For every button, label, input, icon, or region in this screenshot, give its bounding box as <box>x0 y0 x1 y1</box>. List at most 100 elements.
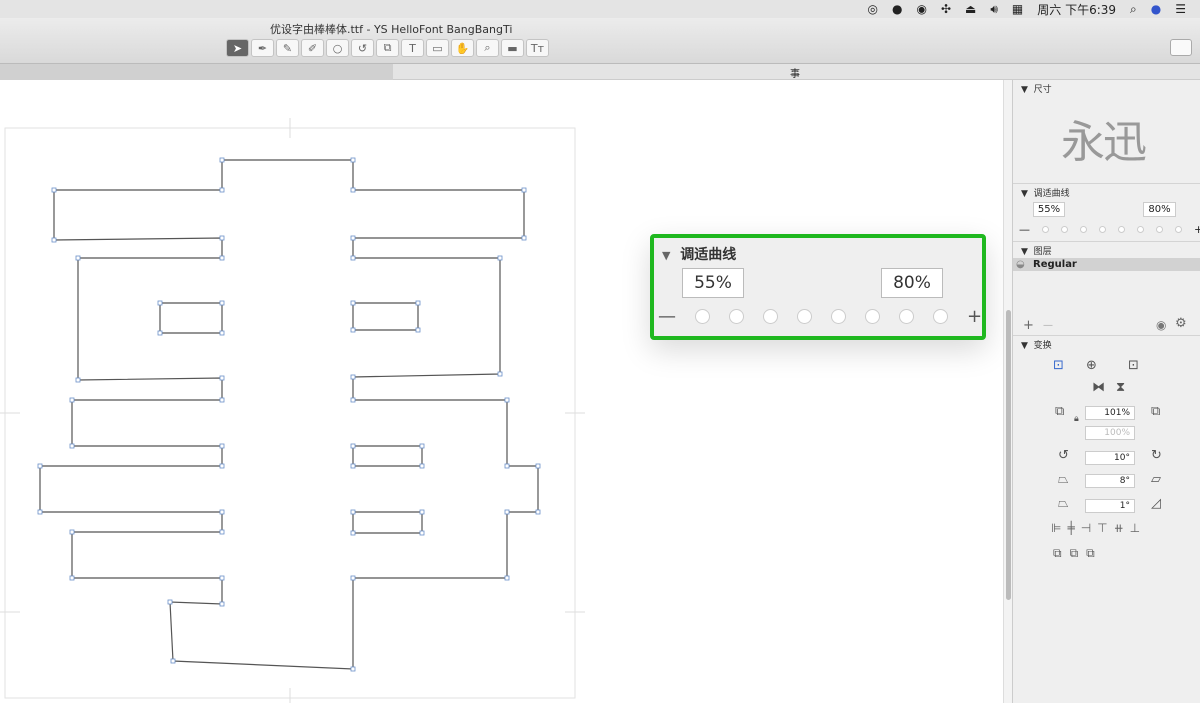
select-tool-icon[interactable]: ➤ <box>226 39 249 57</box>
collapse-triangle-icon[interactable]: ▼ <box>1021 341 1028 351</box>
rotate-tool-icon[interactable]: ↺ <box>351 39 374 57</box>
node-point[interactable] <box>219 330 225 336</box>
curve-dot[interactable] <box>831 309 846 324</box>
curve-dot[interactable] <box>1175 226 1182 233</box>
plus-button[interactable]: + <box>967 306 983 327</box>
node-point[interactable] <box>504 575 510 581</box>
node-point[interactable] <box>521 235 527 241</box>
node-point[interactable] <box>350 509 356 515</box>
node-point[interactable] <box>350 187 356 193</box>
node-point[interactable] <box>219 601 225 607</box>
curve-dot[interactable] <box>1042 226 1049 233</box>
measure-tool-icon[interactable]: ▬ <box>501 39 524 57</box>
node-point[interactable] <box>535 463 541 469</box>
node-point[interactable] <box>219 235 225 241</box>
node-point[interactable] <box>504 509 510 515</box>
node-point[interactable] <box>350 300 356 306</box>
flip-horizontal-icon[interactable]: ⧓ <box>1092 380 1105 395</box>
align-middle-icon[interactable]: ⧺ <box>1113 521 1124 535</box>
bluetooth-icon[interactable]: ✣ <box>940 2 951 16</box>
curve-dot[interactable] <box>1118 226 1125 233</box>
node-point[interactable] <box>350 463 356 469</box>
skew-left-icon[interactable]: ⏢ <box>1058 496 1069 511</box>
remove-layer-button[interactable]: — <box>1043 320 1053 331</box>
node-point[interactable] <box>415 300 421 306</box>
search-icon[interactable]: ⌕ <box>1130 1 1137 16</box>
curve-dot[interactable] <box>899 309 914 324</box>
node-point[interactable] <box>37 509 43 515</box>
skew-field[interactable]: 1° <box>1085 499 1135 513</box>
node-point[interactable] <box>219 529 225 535</box>
minus-button[interactable]: — <box>1019 223 1030 236</box>
union-icon[interactable]: ⧉ <box>1053 546 1062 560</box>
curve-dot[interactable] <box>1156 226 1163 233</box>
slant-right-icon[interactable]: ▱ <box>1151 472 1161 487</box>
node-point[interactable] <box>219 443 225 449</box>
contour[interactable] <box>352 511 423 534</box>
scale-tool-icon[interactable]: ⧉ <box>376 39 399 57</box>
siri-icon[interactable]: ● <box>1150 2 1162 16</box>
node-point[interactable] <box>350 443 356 449</box>
lock-icon[interactable]: 🔒︎ <box>1074 414 1079 424</box>
node-point[interactable] <box>37 463 43 469</box>
rotate-right-icon[interactable]: ↻ <box>1151 448 1162 463</box>
curve-dot[interactable] <box>1137 226 1144 233</box>
node-point[interactable] <box>497 371 503 377</box>
rotate-field[interactable]: 10° <box>1085 451 1135 465</box>
rotate-left-icon[interactable]: ↺ <box>1058 448 1069 463</box>
align-top-icon[interactable]: ⊤ <box>1097 521 1108 535</box>
node-point[interactable] <box>219 397 225 403</box>
slant-field[interactable]: 8° <box>1085 474 1135 488</box>
node-point[interactable] <box>350 374 356 380</box>
skew-right-icon[interactable]: ◿ <box>1151 496 1161 511</box>
glyph-outline[interactable] <box>0 80 1003 703</box>
filter-icon[interactable]: ◉ <box>1156 318 1167 332</box>
scale-icon[interactable]: ⧉ <box>1055 404 1065 419</box>
node-point[interactable] <box>170 658 176 664</box>
annotation-tool-icon[interactable]: ▭ <box>426 39 449 57</box>
plus-button[interactable]: + <box>1194 223 1200 236</box>
toggle-sidebar-button[interactable] <box>1170 39 1192 56</box>
node-point[interactable] <box>350 530 356 536</box>
eject-icon[interactable]: ⏏ <box>965 2 977 16</box>
tab-glyph[interactable]: 事 <box>790 69 800 80</box>
curve-dot[interactable] <box>865 309 880 324</box>
curve-dot[interactable] <box>797 309 812 324</box>
center-box-icon[interactable]: ⊡ <box>1128 358 1139 373</box>
curve-dot[interactable] <box>1061 226 1068 233</box>
zoom-tool-icon[interactable]: ⌕ <box>476 39 499 57</box>
add-layer-button[interactable]: + <box>1023 318 1034 333</box>
curve-dot[interactable] <box>695 309 710 324</box>
node-point[interactable] <box>419 443 425 449</box>
bounding-box-icon[interactable]: ⊡ <box>1053 358 1064 373</box>
collapse-triangle-icon[interactable]: ▼ <box>1021 247 1028 257</box>
node-point[interactable] <box>350 157 356 163</box>
type-tool-icon[interactable]: Tт <box>526 39 549 57</box>
node-point[interactable] <box>350 575 356 581</box>
node-point[interactable] <box>75 377 81 383</box>
right-curve-field[interactable]: 80% <box>881 268 943 298</box>
contour[interactable] <box>352 445 423 467</box>
node-point[interactable] <box>219 509 225 515</box>
curve-dot[interactable] <box>1099 226 1106 233</box>
node-point[interactable] <box>69 575 75 581</box>
node-point[interactable] <box>69 397 75 403</box>
node-point[interactable] <box>219 375 225 381</box>
slant-left-icon[interactable]: ⏢ <box>1058 472 1069 487</box>
right-curve-field[interactable]: 80% <box>1143 202 1176 217</box>
list-icon[interactable]: ☰ <box>1175 2 1186 16</box>
contour[interactable] <box>39 159 539 670</box>
volume-icon[interactable]: 🔊︎ <box>990 1 998 16</box>
shape-tool-icon[interactable]: ○ <box>326 39 349 57</box>
node-point[interactable] <box>69 443 75 449</box>
node-point[interactable] <box>167 599 173 605</box>
node-point[interactable] <box>51 237 57 243</box>
node-point[interactable] <box>504 397 510 403</box>
node-point[interactable] <box>419 509 425 515</box>
gear-icon[interactable]: ⚙ <box>1175 316 1187 331</box>
node-point[interactable] <box>219 255 225 261</box>
contour[interactable] <box>352 302 419 331</box>
flip-vertical-icon[interactable]: ⧗ <box>1116 380 1126 395</box>
scale-field[interactable]: 101% <box>1085 406 1135 420</box>
nvidia-icon[interactable]: ◉ <box>916 2 927 16</box>
